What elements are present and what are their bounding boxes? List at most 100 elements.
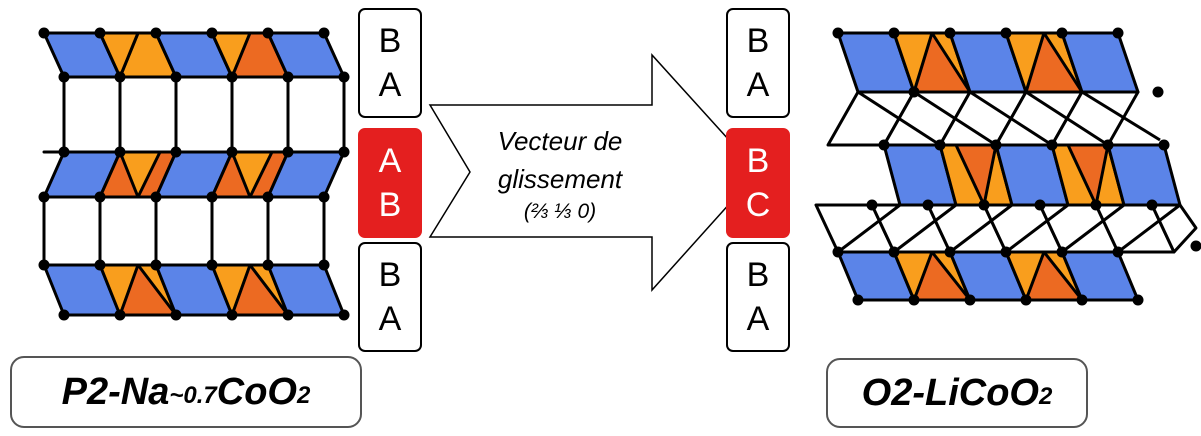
atom-dot xyxy=(114,309,126,321)
prism-cell xyxy=(98,195,158,267)
atom-dot xyxy=(1190,240,1201,252)
tetra-triangle xyxy=(98,31,140,79)
right-stack-bottom: B A xyxy=(726,242,790,352)
interlayer-edge xyxy=(857,90,941,147)
atom-dot xyxy=(832,246,844,258)
tetra-triangle xyxy=(230,263,290,317)
left-stack-top: B A xyxy=(358,8,422,118)
atom-dot xyxy=(262,27,274,39)
atom-dot xyxy=(1158,139,1170,151)
atom-dot xyxy=(338,71,350,83)
atom-dot xyxy=(150,27,162,39)
atom-dot xyxy=(94,27,106,39)
tetra-triangle xyxy=(210,31,252,79)
left-stack-bottom: B A xyxy=(358,242,422,352)
atom-dot xyxy=(226,146,238,158)
atom-dot xyxy=(338,309,350,321)
stack-letter: B xyxy=(378,22,402,60)
atom-dot xyxy=(1152,86,1164,98)
atom-dot xyxy=(832,27,844,39)
atom-dot xyxy=(1000,246,1012,258)
atom-dot xyxy=(1076,294,1088,306)
atom-dot xyxy=(978,199,990,211)
tetra-triangle xyxy=(230,150,274,199)
formula-subscript: 2 xyxy=(1038,383,1053,410)
arrow-text-line1: Vecteur de xyxy=(497,126,623,156)
stack-letter: B xyxy=(378,256,402,294)
atom-dot xyxy=(206,191,218,203)
atom-dot xyxy=(338,146,350,158)
atom-dot xyxy=(170,309,182,321)
atom-dot xyxy=(150,191,162,203)
prism-cell xyxy=(42,195,102,267)
stack-letter: A xyxy=(746,66,770,104)
prism-cell xyxy=(118,75,178,154)
formula-subscript: ~0.7 xyxy=(169,382,217,409)
stack-letter: B xyxy=(378,186,402,224)
gliding-vector-label: Vecteur de glissement (⅔ ⅓ 0) xyxy=(455,122,665,226)
prism-cell xyxy=(174,75,234,154)
atom-dot xyxy=(1020,294,1032,306)
interlayer-edge xyxy=(1061,203,1125,254)
interlayer-edge xyxy=(969,90,1053,147)
tetra-triangle xyxy=(1024,250,1084,302)
atom-dot xyxy=(908,86,920,98)
interlayer-edge xyxy=(837,203,901,254)
atom-dot xyxy=(170,146,182,158)
atom-dot xyxy=(1056,27,1068,39)
atom-dot xyxy=(934,139,946,151)
right-stack-top: B A xyxy=(726,8,790,118)
stack-letter: C xyxy=(745,186,771,224)
atom-dot xyxy=(58,71,70,83)
atom-dot xyxy=(282,146,294,158)
atom-dot xyxy=(908,294,920,306)
atom-dot xyxy=(318,191,330,203)
atom-dot xyxy=(38,27,50,39)
interlayer-edge xyxy=(1005,203,1069,254)
atom-dot xyxy=(262,259,274,271)
interlayer-edge xyxy=(913,90,997,147)
tetra-triangle xyxy=(118,263,178,317)
atom-dot xyxy=(1112,246,1124,258)
p2-structure-drawing xyxy=(38,27,350,321)
prism-cell xyxy=(230,75,290,154)
formula-main: P2-Na xyxy=(61,370,170,413)
atom-dot xyxy=(1046,139,1058,151)
atom-dot xyxy=(1112,27,1124,39)
right-stack-middle: B C xyxy=(726,128,790,238)
atom-dot xyxy=(944,246,956,258)
atom-dot xyxy=(866,199,878,211)
atom-dot xyxy=(150,259,162,271)
arrow-text-line2: glissement xyxy=(497,164,623,194)
atom-dot xyxy=(114,146,126,158)
atom-dot xyxy=(170,71,182,83)
atom-dot xyxy=(888,246,900,258)
atom-dot xyxy=(888,27,900,39)
atom-dot xyxy=(318,259,330,271)
tetra-triangle xyxy=(1066,143,1110,207)
o2-structure-drawing xyxy=(814,27,1201,306)
atom-dot xyxy=(282,71,294,83)
atom-dot xyxy=(94,259,106,271)
atom-dot xyxy=(206,259,218,271)
prism-cell xyxy=(266,195,326,267)
stack-letter: A xyxy=(378,300,402,338)
atom-dot xyxy=(38,259,50,271)
atom-dot xyxy=(226,309,238,321)
atom-dot xyxy=(58,309,70,321)
atom-dot xyxy=(282,309,294,321)
atom-dot xyxy=(852,294,864,306)
stack-letter: B xyxy=(746,256,770,294)
formula-main: O2-LiCoO xyxy=(861,371,1039,414)
tetra-triangle xyxy=(118,150,162,199)
atom-dot xyxy=(206,27,218,39)
atom-dot xyxy=(114,71,126,83)
atom-dot xyxy=(318,27,330,39)
arrow-text-vector: (⅔ ⅓ 0) xyxy=(523,200,597,223)
formula-subscript2: 2 xyxy=(296,382,311,409)
atom-dot xyxy=(1056,246,1068,258)
tetra-triangle xyxy=(954,143,998,207)
